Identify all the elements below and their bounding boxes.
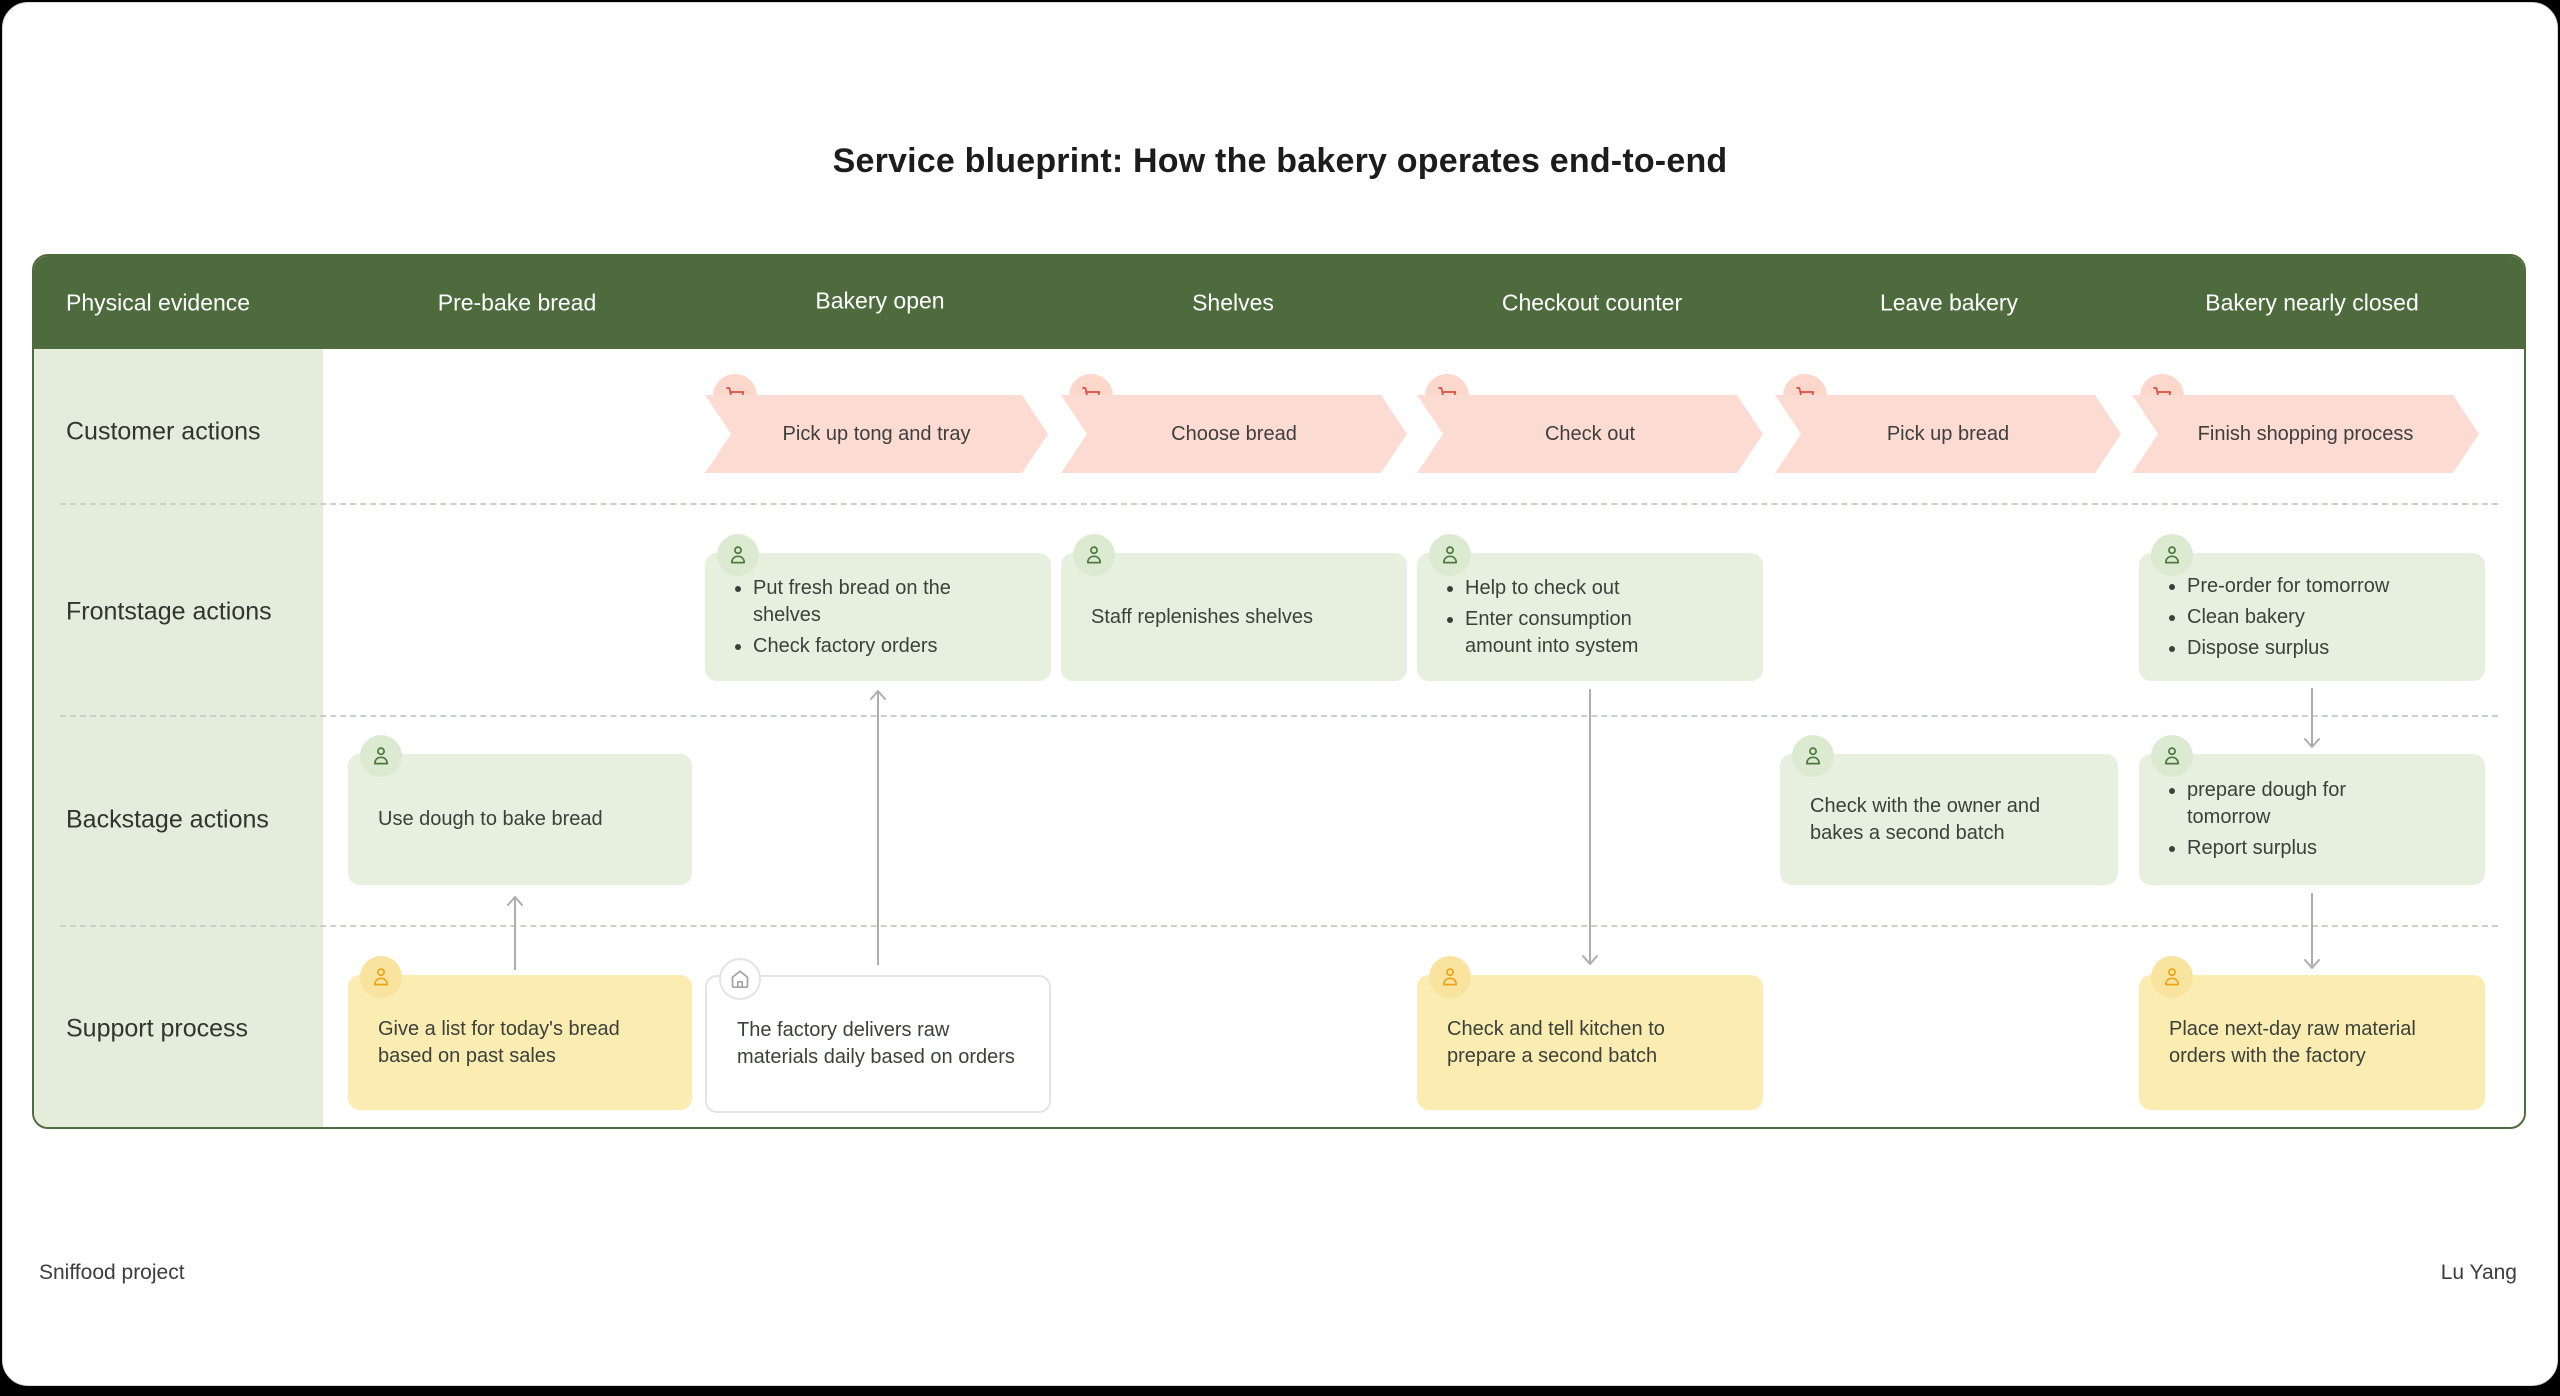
support-box-checkout-counter: Check and tell kitchen to prepare a seco… xyxy=(1417,956,1763,1110)
list-item: Clean bakery xyxy=(2187,604,2389,631)
list-item: Check factory orders xyxy=(753,633,978,660)
step-label: Check out xyxy=(1544,422,1636,445)
step-arrow-shape xyxy=(705,395,1048,473)
step-arrow-shape xyxy=(1061,395,1407,473)
stage-header-row: Physical evidence Pre-bake bread Bakery … xyxy=(34,256,2524,349)
list-item: Put fresh bread on the shelves xyxy=(753,575,978,629)
person-icon xyxy=(2151,735,2193,777)
row-divider xyxy=(60,715,2498,717)
list-item: prepare dough for tomorrow xyxy=(2187,777,2412,831)
connector-arrow-up xyxy=(507,896,523,970)
row-label-backstage-actions: Backstage actions xyxy=(66,805,269,834)
stage-header-bakery-open: Bakery open xyxy=(815,287,945,314)
frontstage-box-shelves: Staff replenishes shelves xyxy=(1061,534,1407,681)
list-item: Pre-order for tomorrow xyxy=(2187,573,2389,600)
box-text: Check with the owner and bakes a second … xyxy=(1810,794,2041,844)
stage-header-shelves: Shelves xyxy=(1192,289,1274,316)
person-icon xyxy=(2151,956,2193,998)
list-item: Report surplus xyxy=(2187,835,2412,862)
step-label: Pick up bread xyxy=(1886,422,2010,445)
list-item: Dispose surplus xyxy=(2187,635,2389,662)
row-divider xyxy=(60,925,2498,927)
person-icon xyxy=(717,534,759,576)
corner-header: Physical evidence xyxy=(66,289,251,316)
frontstage-list: Put fresh bread on the shelves Check fac… xyxy=(705,571,994,664)
person-icon xyxy=(360,956,402,998)
row-label-support-process: Support process xyxy=(66,1014,249,1043)
list-item: Help to check out xyxy=(1465,575,1690,602)
step-arrow-shape xyxy=(1775,395,2121,473)
person-icon xyxy=(1073,534,1115,576)
connector-arrow-down xyxy=(2304,893,2320,969)
row-label-frontstage-actions: Frontstage actions xyxy=(66,597,272,626)
support-box-bakery-open-factory: The factory delivers raw materials daily… xyxy=(705,958,1051,1113)
frontstage-box-bakery-open: Put fresh bread on the shelves Check fac… xyxy=(705,534,1051,681)
box-text: Use dough to bake bread xyxy=(378,808,603,830)
box-text: Give a list for today's bread based on p… xyxy=(378,1017,620,1067)
row-divider xyxy=(60,503,2498,505)
project-name: Sniffood project xyxy=(39,1261,185,1284)
connector-arrow-down xyxy=(1582,689,1598,965)
step-label: Choose bread xyxy=(1171,422,1297,445)
page-title: Service blueprint: How the bakery operat… xyxy=(832,141,1728,180)
stage-header-checkout-counter: Checkout counter xyxy=(1501,289,1683,316)
backstage-box-pre-bake-bread: Use dough to bake bread xyxy=(348,735,692,885)
person-icon xyxy=(1792,735,1834,777)
row-label-customer-actions: Customer actions xyxy=(66,417,261,446)
person-icon xyxy=(2151,534,2193,576)
box-text: Staff replenishes shelves xyxy=(1091,605,1313,628)
stage-header-leave-bakery: Leave bakery xyxy=(1879,289,2019,316)
frontstage-list: Help to check out Enter consumption amou… xyxy=(1417,571,1706,664)
backstage-box-bakery-nearly-closed: prepare dough for tomorrow Report surplu… xyxy=(2139,735,2485,885)
backstage-box-leave-bakery: Check with the owner and bakes a second … xyxy=(1780,735,2118,885)
connector-arrow-down xyxy=(2304,688,2320,748)
step-label: Pick up tong and tray xyxy=(782,422,971,445)
stage-header-pre-bake-bread: Pre-bake bread xyxy=(437,289,597,316)
step-arrow-shape xyxy=(1417,395,1763,473)
list-item: Enter consumption amount into system xyxy=(1465,606,1690,660)
frontstage-list: Pre-order for tomorrow Clean bakery Disp… xyxy=(2139,569,2405,666)
box-text: The factory delivers raw materials daily… xyxy=(737,1019,1015,1068)
author-name: Lu Yang xyxy=(2440,1261,2517,1284)
connector-arrow-up xyxy=(870,690,886,965)
customer-action-step: Check out xyxy=(1417,374,1763,473)
service-blueprint-table: Physical evidence Pre-bake bread Bakery … xyxy=(32,254,2526,1129)
customer-action-step: Choose bread xyxy=(1061,374,1407,473)
frontstage-box-checkout-counter: Help to check out Enter consumption amou… xyxy=(1417,534,1763,681)
customer-action-step: Finish shopping process xyxy=(2132,374,2479,473)
step-arrow-shape xyxy=(2132,395,2479,473)
step-label: Finish shopping process xyxy=(2197,422,2414,445)
person-icon xyxy=(1429,534,1471,576)
support-box-pre-bake-bread: Give a list for today's bread based on p… xyxy=(348,956,692,1110)
frontstage-box-bakery-nearly-closed: Pre-order for tomorrow Clean bakery Disp… xyxy=(2139,534,2485,681)
backstage-list: prepare dough for tomorrow Report surplu… xyxy=(2139,773,2428,866)
box-text: Check and tell kitchen to prepare a seco… xyxy=(1447,1017,1665,1067)
row-label-panel xyxy=(34,349,323,1127)
box-text: Place next-day raw material orders with … xyxy=(2169,1017,2416,1067)
stage-header-bakery-nearly-closed: Bakery nearly closed xyxy=(2205,289,2419,316)
person-icon xyxy=(360,735,402,777)
customer-action-step: Pick up tong and tray xyxy=(705,374,1048,473)
person-icon xyxy=(1429,956,1471,998)
customer-action-step: Pick up bread xyxy=(1775,374,2121,473)
house-icon xyxy=(719,958,761,1000)
support-box-bakery-nearly-closed: Place next-day raw material orders with … xyxy=(2139,956,2485,1110)
